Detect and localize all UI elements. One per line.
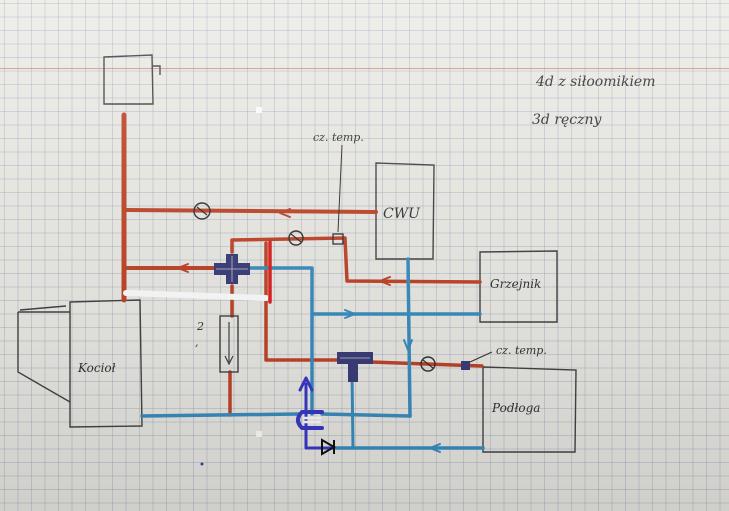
three-way-valve-icon: 2 ,	[195, 315, 239, 373]
handwritten-note: 4d z siłoomikiem 3d ręczny	[532, 74, 655, 128]
return-pipes	[140, 257, 485, 453]
cwu-label: CWU	[383, 206, 421, 222]
pump-icon	[288, 230, 304, 246]
sensor-label-right: cz. temp.	[496, 344, 547, 357]
temperature-sensor-icon: cz. temp.	[313, 131, 364, 245]
valve-tick-mark: ,	[195, 336, 199, 349]
temperature-sensor-icon: cz. temp.	[461, 344, 547, 370]
boiler: Kocioł	[17, 299, 143, 428]
four-way-valve-icon	[214, 254, 250, 284]
sensor-label-top: cz. temp.	[313, 131, 364, 144]
note-line-1: 4d z siłoomikiem	[535, 74, 655, 90]
check-valve-icon	[321, 438, 336, 456]
supply-pipes	[121, 112, 484, 417]
chimney	[103, 54, 161, 105]
three-way-valve-icon	[337, 352, 373, 382]
note-line-2: 3d ręczny	[532, 112, 603, 128]
white-dot-mark	[256, 431, 262, 437]
heater: Grzejnik	[479, 250, 558, 323]
valve-number-label: 2	[196, 320, 204, 333]
pump-icon	[193, 202, 211, 220]
pump-icon	[420, 356, 436, 372]
floor-heating: Podłoga	[482, 366, 577, 453]
blue-dot-mark	[200, 462, 204, 466]
boiler-label: Kocioł	[77, 361, 116, 375]
white-dot-mark	[256, 107, 262, 113]
heater-label: Grzejnik	[490, 277, 541, 291]
cwu-tank: CWU	[375, 162, 435, 260]
floor-label: Podłoga	[491, 401, 540, 415]
paper-margin-line	[0, 68, 729, 69]
